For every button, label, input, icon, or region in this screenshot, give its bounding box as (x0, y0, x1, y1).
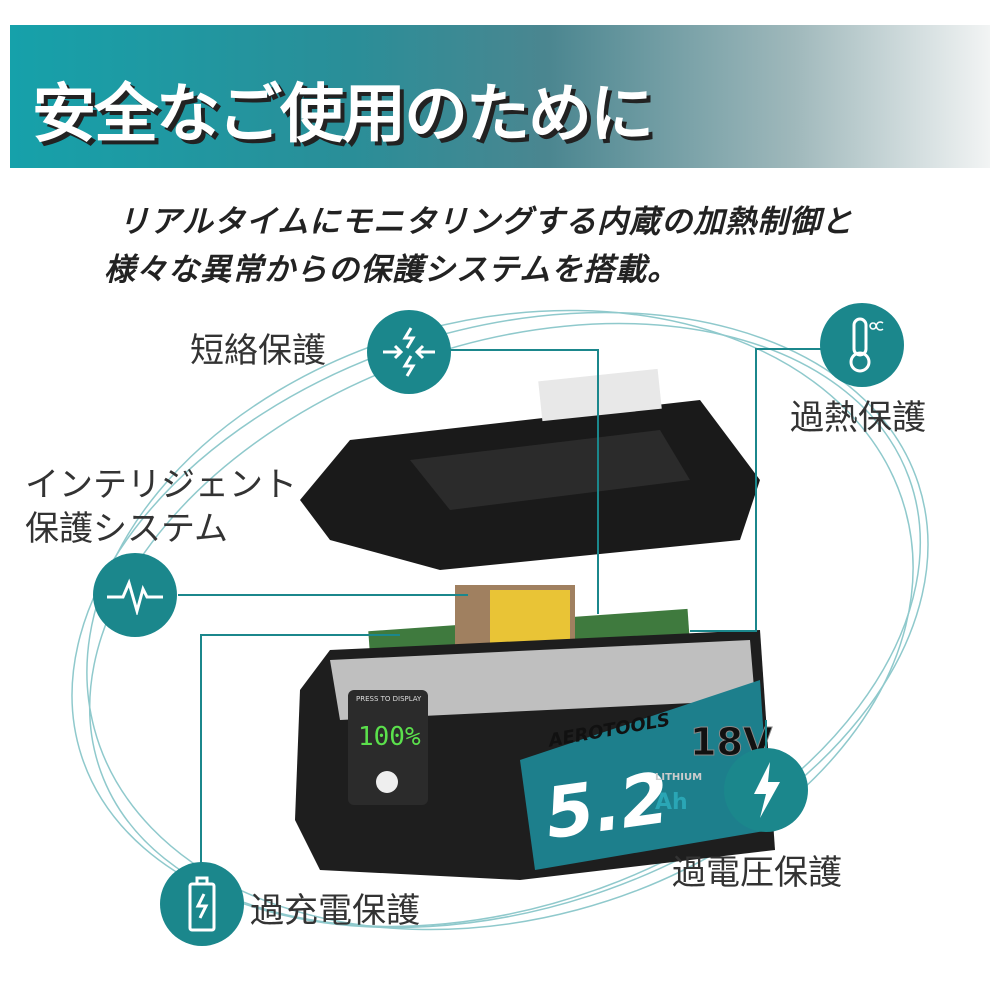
connector-line (765, 720, 767, 750)
short-circuit-icon (367, 310, 451, 394)
connector-line (690, 630, 757, 632)
intelligent-label-line-1: インテリジェント (25, 465, 297, 505)
lithium-label: LITHIUM (655, 772, 703, 783)
capacity-unit: Ah (655, 790, 688, 815)
cover-slot (410, 430, 690, 510)
charge-display: 100% (358, 722, 421, 752)
pulse-icon (93, 553, 177, 637)
cover-latch (538, 368, 662, 422)
short-circuit-label: 短絡保護 (190, 331, 326, 371)
connector-line (755, 348, 825, 350)
connector-line (755, 348, 757, 631)
thermometer-icon (820, 303, 904, 387)
battery-cells (330, 640, 755, 720)
connector-line (597, 349, 599, 614)
title-banner: 安全なご使用のために (10, 25, 990, 168)
lightning-icon (724, 748, 808, 832)
overcharge-label: 過充電保護 (250, 891, 420, 931)
subtitle-line-1: リアルタイムにモニタリングする内蔵の加熱制御と (118, 204, 854, 240)
battery-label (520, 680, 770, 870)
subtitle-line-2: 様々な異常からの保護システムを搭載。 (104, 252, 680, 288)
overvoltage-label: 過電圧保護 (672, 853, 842, 893)
capacity-value: 5.2 (539, 756, 675, 856)
page-title: 安全なご使用のために (32, 78, 654, 152)
press-to-display-label: PRESS TO DISPLAY (356, 695, 422, 703)
overheat-label: 過熱保護 (790, 398, 926, 438)
connector-line (200, 634, 202, 864)
connector-line (178, 594, 468, 596)
display-button (376, 771, 398, 793)
connector-line (200, 634, 400, 636)
connector-line (450, 349, 598, 351)
display-panel (348, 690, 428, 805)
battery-charge-icon (160, 862, 244, 946)
intelligent-label-line-2: 保護システム (25, 509, 228, 549)
